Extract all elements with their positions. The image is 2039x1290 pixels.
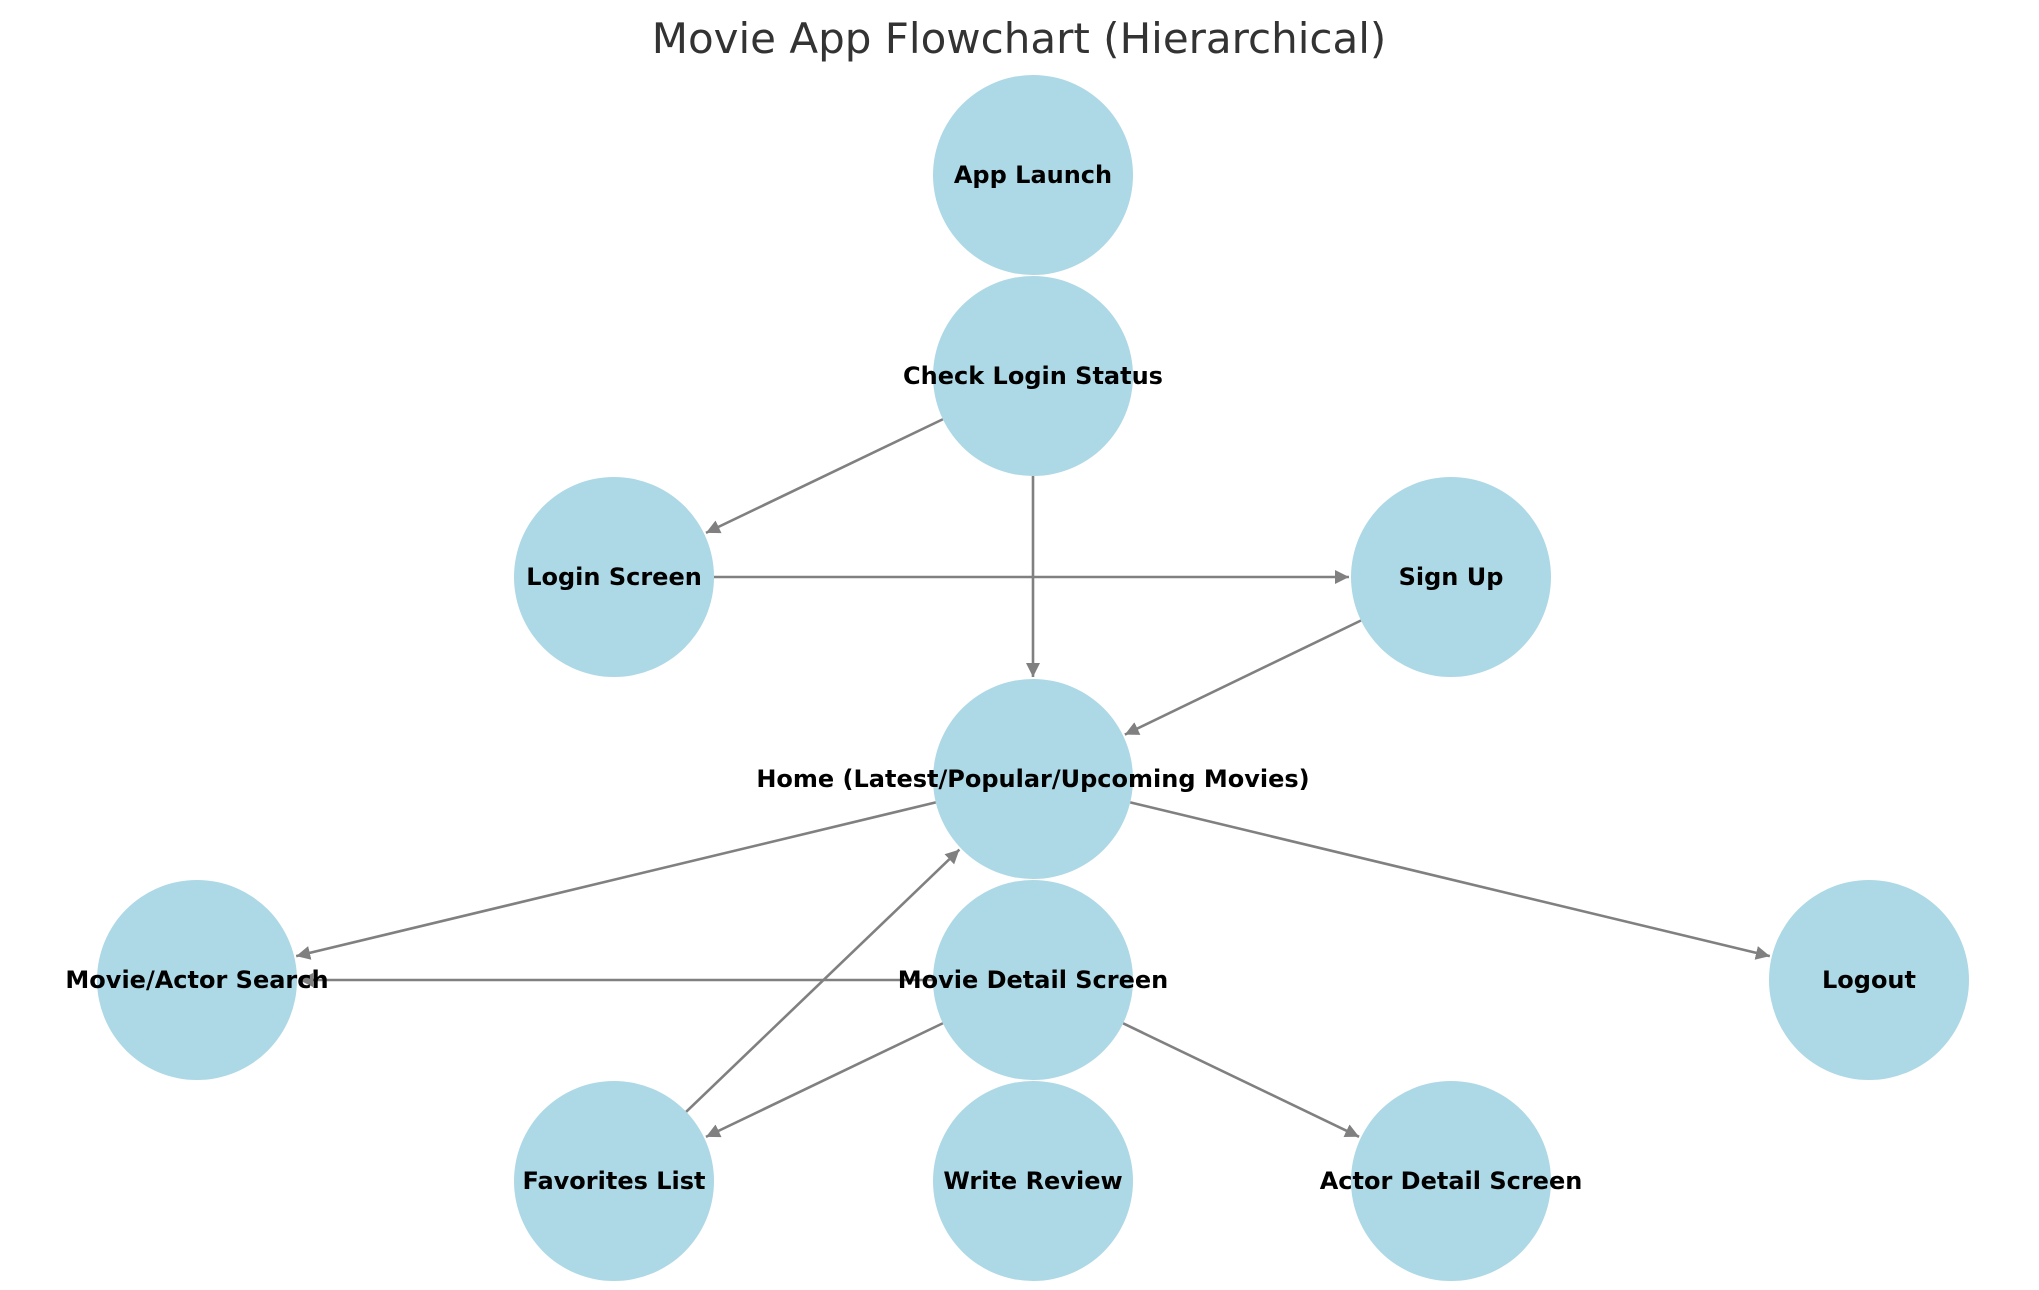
node-label-home: Home (Latest/Popular/Upcoming Movies) [756,765,1309,793]
edge-movie-detail-screen-to-favorites-list [705,1022,944,1139]
edge-movie-detail-screen-to-actor-detail-screen [1122,1022,1360,1138]
node-home [933,679,1133,879]
node-sign-up [1351,477,1551,677]
node-circle-home [933,679,1133,879]
node-label-login-screen: Login Screen [526,563,702,591]
node-label-movie-detail-screen: Movie Detail Screen [898,966,1169,994]
node-label-favorites-list: Favorites List [522,1167,705,1195]
node-actor-detail-screen [1351,1081,1551,1281]
node-check-login-status [933,276,1133,476]
node-app-launch [933,75,1133,275]
node-logout [1769,880,1969,1080]
node-movie-detail-screen [933,880,1133,1080]
node-favorites-list [514,1081,714,1281]
node-login-screen [514,477,714,677]
edge-home-to-movie-actor-search [295,801,937,960]
node-write-review [933,1081,1133,1281]
node-circle-app-launch [933,75,1133,275]
node-circle-movie-detail-screen [933,880,1133,1080]
node-label-movie-actor-search: Movie/Actor Search [65,966,328,994]
node-movie-actor-search [97,880,297,1080]
node-circle-write-review [933,1081,1133,1281]
node-label-write-review: Write Review [943,1167,1122,1195]
diagram-title: Movie App Flowchart (Hierarchical) [652,14,1387,63]
edge-sign-up-to-home [1124,619,1362,736]
node-label-check-login-status: Check Login Status [903,362,1163,390]
node-label-sign-up: Sign Up [1399,563,1504,591]
node-label-app-launch: App Launch [954,161,1112,189]
node-circle-actor-detail-screen [1351,1081,1551,1281]
edge-home-to-logout [1129,801,1771,960]
edges-layer [295,418,1771,1139]
edge-favorites-list-to-home [685,848,961,1113]
edge-check-login-status-to-login-screen [705,418,944,535]
node-circle-login-screen [514,477,714,677]
node-circle-favorites-list [514,1081,714,1281]
node-circle-sign-up [1351,477,1551,677]
node-label-actor-detail-screen: Actor Detail Screen [1320,1167,1583,1195]
node-circle-movie-actor-search [97,880,297,1080]
node-label-logout: Logout [1822,966,1916,994]
node-circle-check-login-status [933,276,1133,476]
node-circle-logout [1769,880,1969,1080]
